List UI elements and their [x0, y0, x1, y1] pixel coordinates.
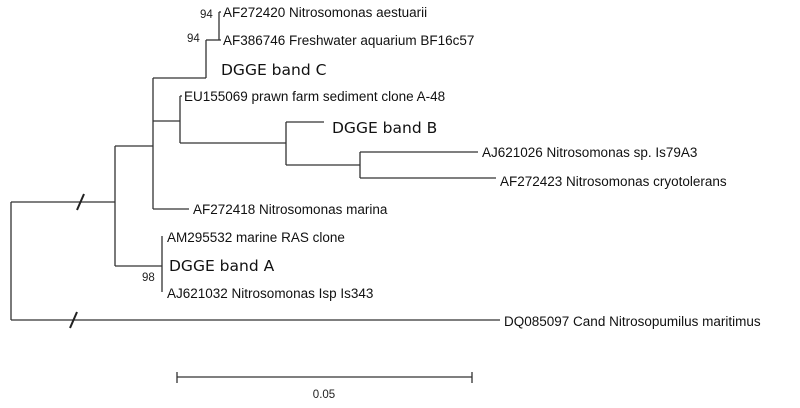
taxon-labels: AF272420 Nitrosomonas aestuarii AF386746…: [167, 5, 761, 329]
taxon-label: AF272423 Nitrosomonas cryotolerans: [500, 174, 727, 189]
taxon-label: AJ621032 Nitrosomonas Isp Is343: [167, 286, 373, 301]
scale-bar-label: 0.05: [313, 389, 335, 401]
bootstrap-values: 94 94 98: [142, 9, 213, 284]
taxon-label: DGGE band C: [221, 61, 326, 79]
taxon-label: DQ085097 Cand Nitrosopumilus maritimus: [504, 314, 761, 329]
taxon-label: DGGE band A: [169, 257, 275, 275]
break-mark-outgroup: [69, 311, 78, 329]
taxon-label: AJ621026 Nitrosomonas sp. Is79A3: [482, 145, 697, 160]
bootstrap-value: 98: [142, 272, 155, 284]
taxon-label: EU155069 prawn farm sediment clone A-48: [184, 89, 445, 104]
scale-bar: 0.05: [176, 372, 473, 401]
bootstrap-value: 94: [187, 33, 200, 45]
bootstrap-value: 94: [200, 9, 213, 21]
taxon-label: AF386746 Freshwater aquarium BF16c57: [223, 33, 474, 48]
taxon-label: DGGE band B: [332, 119, 437, 137]
taxon-label: AF272420 Nitrosomonas aestuarii: [223, 5, 427, 20]
taxon-label: AF272418 Nitrosomonas marina: [193, 202, 388, 217]
break-mark-ingroup: [76, 193, 85, 211]
tree-branches: [10, 11, 500, 329]
taxon-label: AM295532 marine RAS clone: [167, 230, 345, 245]
